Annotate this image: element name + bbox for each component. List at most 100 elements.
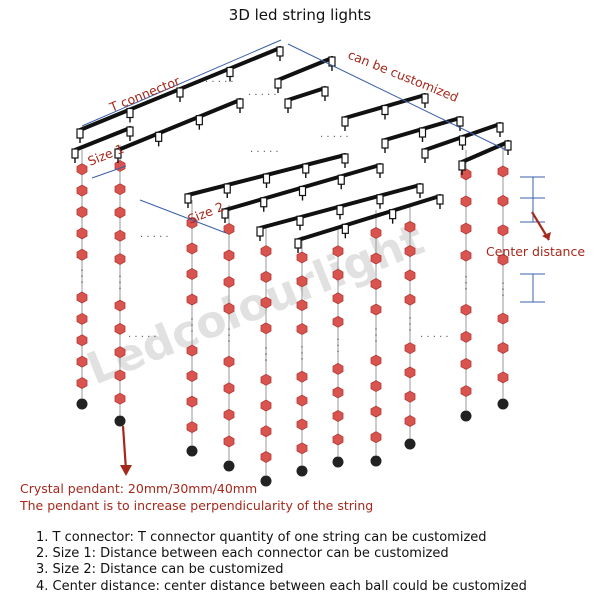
- led-ball: [460, 249, 472, 262]
- led-ball: [114, 206, 126, 219]
- led-ball: [223, 222, 235, 235]
- t-connector: [321, 86, 329, 97]
- led-ball: [296, 299, 308, 312]
- ellipsis-mark: · · · · ·: [250, 147, 279, 158]
- led-ball: [404, 390, 416, 403]
- string-gap-dot: [409, 329, 411, 331]
- led-ball: [296, 442, 308, 455]
- t-connector-rail: [73, 126, 132, 152]
- t-connector: [458, 160, 466, 171]
- led-ball: [260, 245, 272, 258]
- led-ball: [332, 245, 344, 258]
- string-gap-dot: [375, 328, 377, 330]
- crystal-pendant: [76, 398, 88, 410]
- note-item: 4. Center distance: center distance betw…: [36, 578, 527, 594]
- led-ball: [223, 435, 235, 448]
- note-item: 1. T connector: T connector quantity of …: [36, 530, 487, 545]
- led-ball: [186, 370, 198, 383]
- led-ball: [404, 342, 416, 355]
- led-ball: [114, 369, 126, 382]
- led-ball: [497, 253, 509, 266]
- t-connector: [274, 78, 282, 89]
- led-ball: [296, 323, 308, 335]
- led-ball: [460, 385, 472, 398]
- led-ball: [223, 249, 235, 262]
- led-ball: [370, 227, 382, 239]
- string-gap-dot: [409, 317, 411, 319]
- string-gap-dot: [409, 323, 411, 325]
- led-ball: [114, 183, 126, 196]
- led-ball: [260, 399, 272, 412]
- crystal-pendant: [260, 475, 272, 487]
- ellipsis-mark: · · · · ·: [128, 332, 157, 343]
- led-ball: [460, 330, 472, 343]
- notes-list: 1. T connector: T connector quantity of …: [36, 530, 527, 595]
- led-ball: [76, 334, 88, 347]
- led-ball: [114, 322, 126, 335]
- string-gap-dot: [265, 347, 267, 349]
- string-gap-dot: [375, 334, 377, 336]
- led-ball: [370, 431, 382, 444]
- led-ball: [370, 380, 382, 393]
- led-ball: [76, 377, 88, 389]
- t-connector: [389, 209, 397, 220]
- string-gap-dot: [81, 281, 83, 284]
- string-gap-dot: [191, 318, 193, 320]
- led-ball: [114, 229, 126, 242]
- string-gap-dot: [119, 281, 121, 284]
- string-gap-dot: [228, 334, 230, 337]
- led-ball: [404, 415, 416, 427]
- t-connector: [176, 87, 184, 98]
- string-gap-dot: [119, 275, 121, 278]
- string-gap-dot: [337, 344, 339, 347]
- t-connector: [341, 223, 349, 234]
- t-connector-rail: [276, 56, 334, 82]
- customized-dimension: [287, 43, 507, 151]
- crystal-pendant: [223, 460, 235, 472]
- led-ball: [497, 371, 509, 384]
- led-ball: [260, 270, 272, 283]
- string-gap-dot: [301, 351, 303, 354]
- led-ball: [186, 293, 198, 306]
- led-ball: [223, 382, 235, 395]
- string-gap-dot: [81, 275, 83, 278]
- led-ball: [460, 357, 472, 370]
- t-connector: [418, 127, 427, 138]
- t-connector: [341, 116, 349, 127]
- string-gap-dot: [265, 353, 267, 355]
- led-ball: [497, 165, 509, 178]
- led-ball: [76, 184, 88, 197]
- led-ball: [76, 355, 88, 368]
- t-connector: [276, 46, 284, 57]
- pendant-arrowhead: [120, 465, 132, 476]
- t-connector: [284, 98, 292, 109]
- string-gap-dot: [465, 281, 467, 284]
- led-ball: [76, 248, 88, 261]
- string-gap-dot: [265, 359, 267, 361]
- t-connector: [337, 174, 345, 185]
- led-ball: [404, 366, 416, 379]
- led-ball: [76, 227, 88, 240]
- t-connector: [126, 126, 134, 137]
- t-connector: [436, 194, 444, 205]
- led-ball: [332, 292, 344, 305]
- led-ball: [296, 394, 308, 407]
- string-gap-dot: [502, 288, 504, 291]
- note-item: 2. Size 1: Distance between each connect…: [36, 546, 449, 562]
- led-ball: [332, 410, 344, 422]
- t-connector-rail: [296, 194, 442, 242]
- crystal-pendant: [296, 465, 308, 477]
- led-ball: [370, 303, 382, 316]
- t-connector: [496, 122, 504, 133]
- t-connector: [336, 204, 344, 216]
- pendant-arrow: [121, 425, 128, 471]
- t-connector: [294, 238, 302, 249]
- led-ball: [186, 217, 198, 229]
- pendant-purpose-label: The pendant is to increase perpendicular…: [19, 498, 373, 513]
- led-ball: [404, 269, 416, 282]
- t-connector: [296, 215, 304, 226]
- led-ball: [260, 373, 272, 386]
- led-ball: [497, 312, 509, 325]
- t-connector: [458, 135, 467, 146]
